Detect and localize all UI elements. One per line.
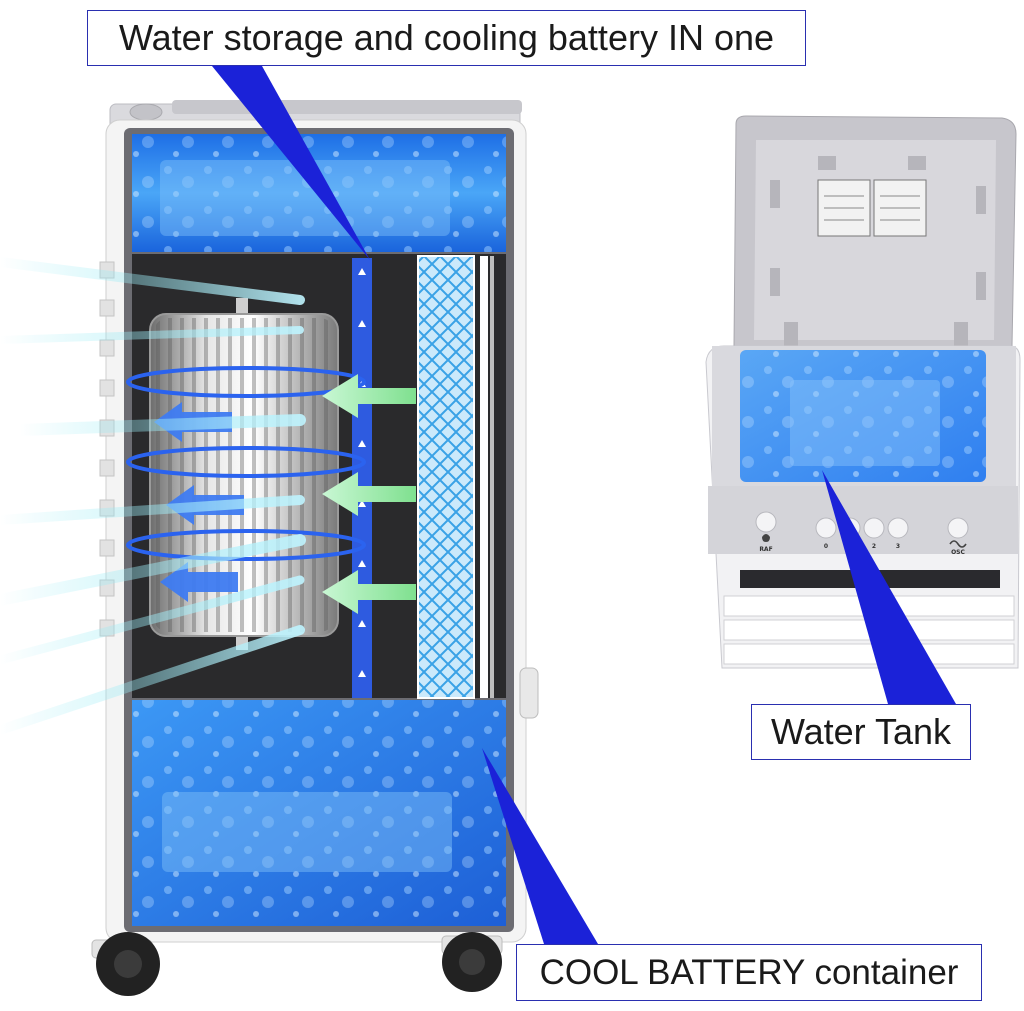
pointer-tank bbox=[822, 470, 956, 704]
callout-water-tank: Water Tank bbox=[751, 704, 971, 760]
airflow-arrow-icon bbox=[322, 374, 416, 614]
pointer-container bbox=[482, 748, 598, 944]
caster-wheels bbox=[91, 932, 503, 996]
callout-water-storage: Water storage and cooling battery IN one bbox=[87, 10, 806, 66]
tank-top-view: RAF 0 1 2 3 OSC bbox=[705, 115, 1021, 669]
main-cooler bbox=[0, 100, 539, 996]
label-osc: OSC bbox=[951, 549, 965, 556]
water-fill-cap bbox=[129, 103, 163, 121]
label-3: 3 bbox=[896, 543, 900, 550]
label-2: 2 bbox=[872, 543, 876, 550]
cold-air-streams bbox=[0, 257, 306, 735]
pointer-storage bbox=[212, 66, 370, 260]
label-raf: RAF bbox=[759, 546, 772, 553]
callout-pointers bbox=[212, 66, 956, 944]
side-knob bbox=[519, 667, 539, 719]
oscillation-icon bbox=[949, 540, 967, 548]
water-drop-icon bbox=[762, 534, 770, 542]
callout-cool-battery-container: COOL BATTERY container bbox=[516, 944, 982, 1001]
label-0: 0 bbox=[824, 543, 828, 550]
cooling-filter-pad bbox=[417, 255, 475, 699]
rotation-rings bbox=[126, 366, 366, 561]
